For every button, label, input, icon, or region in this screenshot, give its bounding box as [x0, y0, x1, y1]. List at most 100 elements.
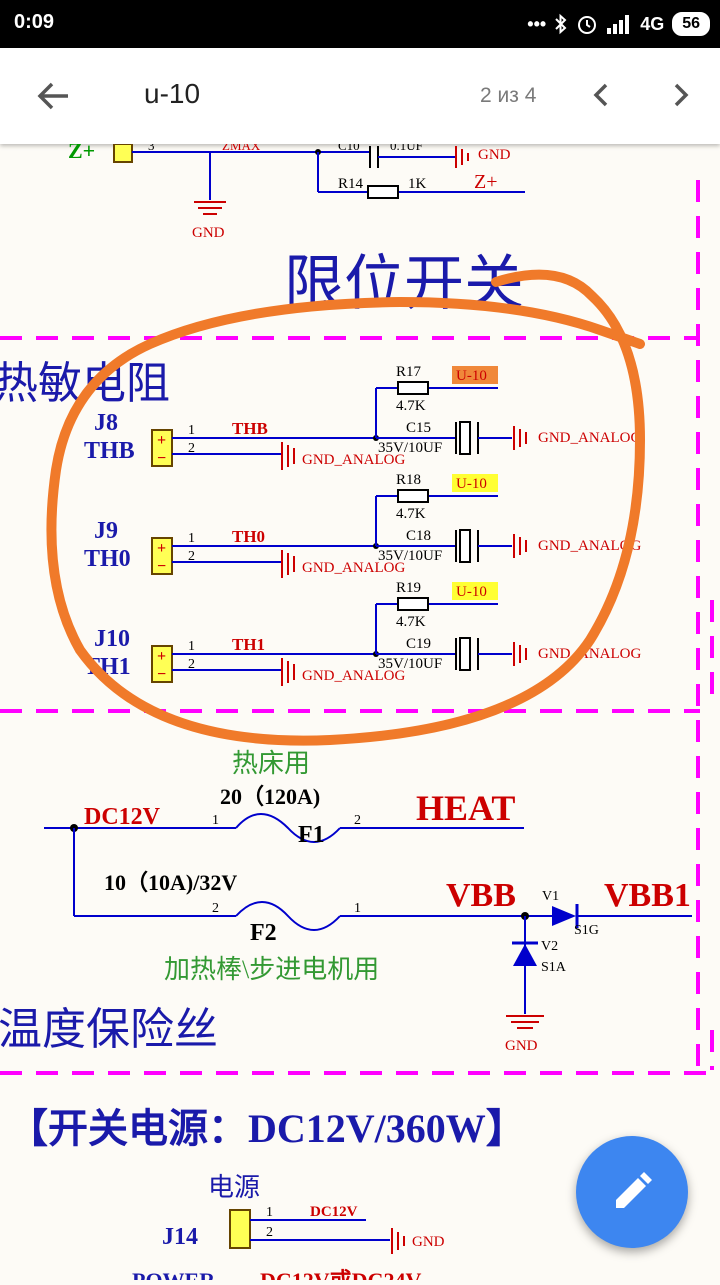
pencil-icon — [616, 1172, 652, 1208]
resistor-label: R19 — [396, 580, 421, 596]
s1g-label: S1G — [574, 923, 599, 938]
f2-rating: 10（10A)/32V — [104, 870, 237, 895]
gnd-analog-label: GND_ANALOG — [302, 668, 405, 684]
gnd-label: GND — [505, 1038, 538, 1054]
r14-value: 1K — [408, 176, 427, 192]
resistor-value: 4.7K — [396, 614, 426, 630]
pin-label: 2 — [354, 813, 361, 828]
chevron-down-icon[interactable] — [664, 78, 698, 112]
vbb1-label: VBB1 — [604, 877, 691, 914]
connector-body — [151, 537, 173, 575]
find-in-page-bar: 2 из 4 — [0, 48, 720, 144]
connector-body — [151, 645, 173, 683]
gnd-analog-label: GND_ANALOG — [538, 430, 641, 446]
net-label: TH1 — [232, 635, 265, 654]
annotation-circle — [46, 269, 645, 746]
connector-body — [151, 429, 173, 467]
capacitor-value: 35V/10UF — [378, 440, 442, 456]
connector-label: J10 — [94, 626, 130, 652]
v1-label: V1 — [542, 889, 559, 904]
zplus-net: Z+ — [474, 171, 498, 193]
f1-label: F1 — [298, 822, 325, 848]
section-borders — [0, 180, 720, 1075]
resistor-value: 4.7K — [396, 398, 426, 414]
capacitor-body — [459, 637, 471, 671]
supply-net-label: U-10 — [456, 584, 487, 600]
alarm-icon — [578, 16, 597, 34]
vbb-label: VBB — [446, 877, 516, 914]
net-label: TH0 — [232, 527, 265, 546]
minus-sign: − — [157, 666, 166, 683]
gnd-analog-label: GND_ANALOG — [538, 538, 641, 554]
capacitor-body — [459, 529, 471, 563]
s1a-label: S1A — [541, 960, 567, 975]
f2-label: F2 — [250, 920, 277, 946]
psu-circuit: 【开关电源：DC12V/360W】 电源 J14 1 2 DC12V GND P… — [8, 1106, 526, 1285]
power-note: 电源 — [208, 1173, 260, 1202]
status-bar: 0:09 ••• 4G 56 — [0, 0, 720, 48]
minus-sign: − — [157, 450, 166, 467]
resistor-value: 4.7K — [396, 506, 426, 522]
dc12v-label: DC12V — [84, 804, 161, 830]
battery-icon: 56 — [672, 12, 710, 36]
v2-label: V2 — [541, 939, 558, 954]
fuse-circuit: 热床用 20（120A) DC12V HEAT 1 2 F1 10（10A)/3… — [0, 749, 692, 1054]
pin-label: 2 — [188, 549, 195, 564]
pin-label: 1 — [188, 639, 195, 654]
power-cut-label: POWER — [132, 1268, 216, 1280]
heatbed-note: 热床用 — [232, 749, 310, 778]
connector-label: J8 — [94, 410, 118, 436]
signal-dots-icon: ••• — [527, 13, 547, 34]
capacitor-value: 35V/10UF — [378, 656, 442, 672]
plus-sign: + — [157, 432, 166, 449]
heater-note: 加热棒\步进电机用 — [164, 955, 379, 984]
power-cut-label-2: DC12V或DC24V — [260, 1268, 421, 1280]
resistor-body — [397, 597, 429, 611]
gnd-analog-label: GND_ANALOG — [302, 452, 405, 468]
status-icons: ••• 4G 56 — [527, 10, 710, 38]
gnd-label: GND — [192, 225, 225, 241]
gnd-label: GND — [478, 147, 511, 163]
heat-label: HEAT — [416, 788, 515, 828]
pin-label: 1 — [354, 901, 361, 916]
pdf-page-view[interactable]: Z+ 3 ZMAX GND C10 0.1UF GND R14 1K Z+ 限位… — [0, 138, 720, 1285]
supply-net-label: U-10 — [456, 476, 487, 492]
connector-label: J9 — [94, 518, 118, 544]
pin-label: 1 — [188, 423, 195, 438]
pin-label: 3 — [148, 144, 155, 153]
j14-label: J14 — [162, 1224, 198, 1250]
r14-label: R14 — [338, 176, 364, 192]
pin-label: 1 — [212, 813, 219, 828]
search-input[interactable] — [144, 78, 444, 110]
chevron-up-icon[interactable] — [584, 78, 618, 112]
thermistor-circuits: J8THB+−12THBGND_ANALOGR174.7KU-10C1535V/… — [84, 364, 641, 686]
capacitor-label: C19 — [406, 636, 431, 652]
zmax-circuit: Z+ 3 ZMAX GND C10 0.1UF GND R14 1K Z+ — [68, 138, 525, 241]
network-type: 4G — [640, 13, 665, 34]
capacitor-body — [459, 421, 471, 455]
thermistor-name: TH0 — [84, 546, 131, 572]
search-highlight — [452, 582, 498, 600]
resistor-label: R17 — [396, 364, 422, 380]
match-count: 2 из 4 — [480, 84, 537, 107]
f1-rating: 20（120A) — [220, 784, 320, 809]
thermistor-name: THB — [84, 438, 135, 464]
signal-icon — [607, 15, 630, 34]
minus-sign: − — [157, 558, 166, 575]
psu-title: 【开关电源：DC12V/360W】 — [8, 1106, 526, 1151]
resistor-body — [397, 489, 429, 503]
capacitor-label: C15 — [406, 420, 431, 436]
back-arrow-icon[interactable] — [34, 76, 74, 116]
resistor-label: R18 — [396, 472, 421, 488]
pin-label: 2 — [188, 657, 195, 672]
resistor-body — [397, 381, 429, 395]
pin-label: 2 — [188, 441, 195, 456]
supply-net-label: U-10 — [456, 368, 487, 384]
bluetooth-icon — [555, 13, 567, 35]
capacitor-value: 35V/10UF — [378, 548, 442, 564]
gnd-label: GND — [412, 1234, 445, 1250]
pin-label: 1 — [266, 1205, 273, 1220]
status-time: 0:09 — [14, 11, 55, 33]
edit-fab-button[interactable] — [576, 1136, 688, 1248]
net-label: THB — [232, 419, 268, 438]
